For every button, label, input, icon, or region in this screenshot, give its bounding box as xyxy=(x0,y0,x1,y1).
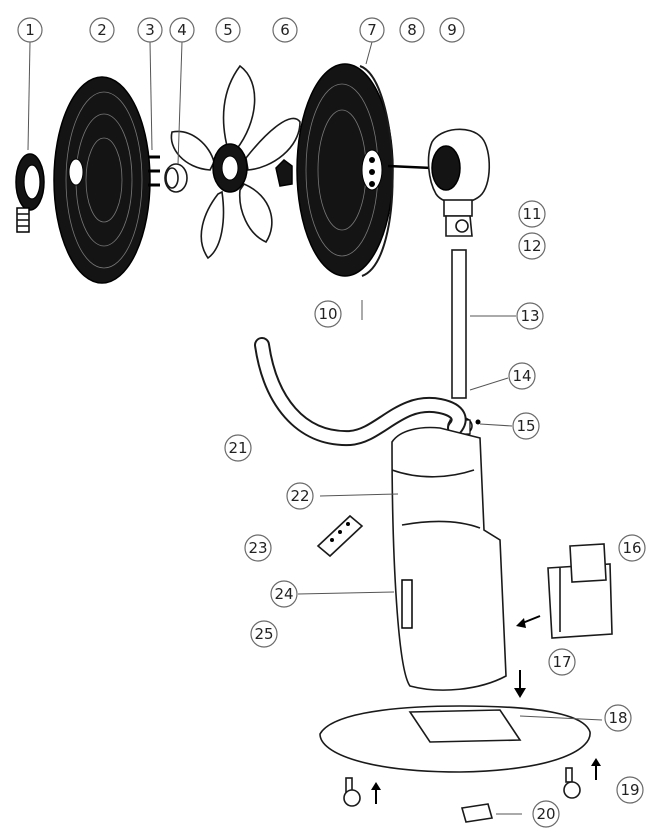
svg-text:20: 20 xyxy=(536,805,555,823)
callout-2: 2 xyxy=(89,17,115,43)
part-motor-housing xyxy=(387,128,491,237)
svg-text:18: 18 xyxy=(608,709,627,727)
callout-4: 4 xyxy=(169,17,195,43)
part-filter-cartridge xyxy=(516,543,613,639)
svg-text:19: 19 xyxy=(620,781,639,799)
svg-text:23: 23 xyxy=(248,539,267,557)
part-water-tank-body xyxy=(391,426,507,691)
svg-text:16: 16 xyxy=(622,539,641,557)
callout-14: 14 xyxy=(508,362,536,390)
part-base xyxy=(319,670,591,773)
svg-text:7: 7 xyxy=(367,21,377,39)
svg-text:12: 12 xyxy=(522,237,541,255)
callout-22: 22 xyxy=(286,482,314,510)
svg-text:13: 13 xyxy=(520,307,539,325)
svg-text:9: 9 xyxy=(447,21,457,39)
svg-text:17: 17 xyxy=(552,653,571,671)
callout-24: 24 xyxy=(270,580,298,608)
callout-19: 19 xyxy=(616,776,644,804)
callout-17: 17 xyxy=(548,648,576,676)
part-grill-nut xyxy=(164,163,188,193)
part-base-nut xyxy=(460,803,522,823)
callout-11: 11 xyxy=(518,200,546,228)
svg-text:21: 21 xyxy=(228,439,247,457)
part-spinner-cap xyxy=(15,153,45,233)
svg-text:14: 14 xyxy=(512,367,531,385)
svg-text:11: 11 xyxy=(522,205,541,223)
callout-25: 25 xyxy=(250,620,278,648)
callout-20: 20 xyxy=(532,800,560,828)
part-front-grill xyxy=(53,76,151,284)
callout-23: 23 xyxy=(244,534,272,562)
part-rear-grill xyxy=(296,63,394,277)
callout-6: 6 xyxy=(272,17,298,43)
svg-text:4: 4 xyxy=(177,21,187,39)
svg-text:2: 2 xyxy=(97,21,107,39)
callout-21: 21 xyxy=(224,434,252,462)
svg-text:1: 1 xyxy=(25,21,35,39)
svg-text:25: 25 xyxy=(254,625,273,643)
callout-13: 13 xyxy=(516,302,544,330)
callout-12: 12 xyxy=(518,232,546,260)
part-remote-control xyxy=(316,514,364,558)
svg-text:3: 3 xyxy=(145,21,155,39)
svg-text:10: 10 xyxy=(318,305,337,323)
part-upper-pole xyxy=(451,249,467,399)
callout-9: 9 xyxy=(439,17,465,43)
callout-3: 3 xyxy=(137,17,163,43)
leader-lines xyxy=(27,41,603,721)
part-fan-blade xyxy=(170,64,301,260)
part-wheels xyxy=(343,758,601,807)
callout-1: 1 xyxy=(17,17,43,43)
svg-text:6: 6 xyxy=(280,21,290,39)
callout-15: 15 xyxy=(512,412,540,440)
svg-text:24: 24 xyxy=(274,585,293,603)
svg-text:5: 5 xyxy=(223,21,233,39)
part-blade-lock xyxy=(275,159,293,187)
callout-16: 16 xyxy=(618,534,646,562)
svg-text:15: 15 xyxy=(516,417,535,435)
callout-5: 5 xyxy=(215,17,241,43)
callout-18: 18 xyxy=(604,704,632,732)
callout-10: 10 xyxy=(314,300,342,328)
svg-text:8: 8 xyxy=(407,21,417,39)
callout-8: 8 xyxy=(399,17,425,43)
part-mist-hose xyxy=(254,337,467,447)
callout-labels: 1 2 3 4 5 6 7 8 9 10 11 12 13 14 15 16 1… xyxy=(17,17,646,828)
svg-text:22: 22 xyxy=(290,487,309,505)
part-grill-screws xyxy=(148,155,160,187)
callout-7: 7 xyxy=(359,17,385,43)
